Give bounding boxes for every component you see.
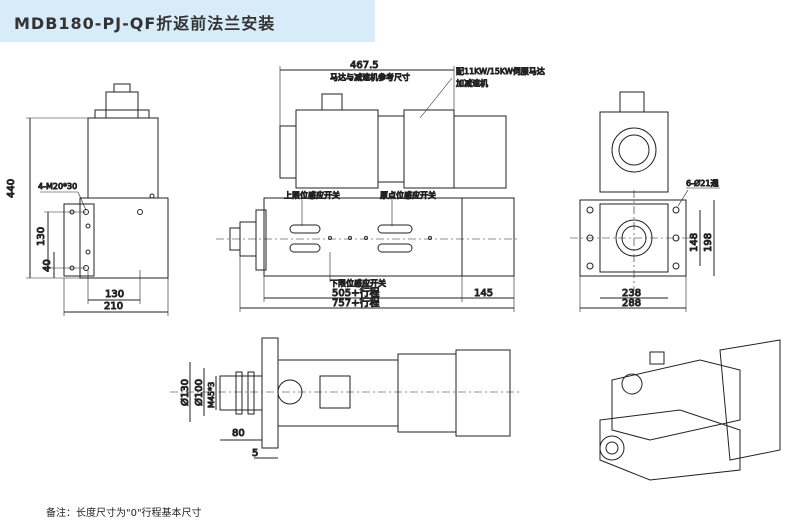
servo-motor — [295, 109, 379, 189]
cylinder-body — [79, 197, 169, 279]
dim-238: 238 — [622, 288, 641, 299]
belt-box — [461, 197, 515, 277]
motor-connector — [105, 91, 139, 119]
label-origin-switch: 原点位感应开关 — [380, 190, 436, 200]
dim-130-vertical: 130 — [36, 227, 47, 246]
dim-440: 440 — [6, 179, 17, 198]
dim-148: 148 — [689, 233, 700, 252]
label-holes-right: 6-Ø21通 — [686, 178, 718, 188]
motor-block — [87, 117, 159, 199]
dim-145: 145 — [474, 288, 493, 299]
top-flange — [261, 337, 279, 449]
footnote: 备注：长度尺寸为"0"行程基本尺寸 — [46, 508, 202, 519]
label-holes-left: 4-M20*30 — [38, 182, 77, 191]
top-view — [170, 337, 520, 459]
dim-130-horizontal: 130 — [105, 289, 124, 300]
dim-phi130: Ø130 — [179, 379, 191, 406]
dim-210: 210 — [104, 301, 123, 312]
iso-view — [599, 339, 781, 481]
label-lower-switch: 下限位感应开关 — [330, 278, 386, 288]
dim-288: 288 — [622, 298, 641, 309]
label-servo-note-2: 加减速机 — [456, 78, 488, 88]
front-view — [216, 66, 520, 312]
dim-467-5: 467.5 — [350, 60, 379, 71]
top-motor — [455, 349, 511, 437]
reducer — [403, 109, 455, 189]
page-title: MDB180-PJ-QF折返前法兰安装 — [14, 14, 276, 33]
label-upper-switch: 上限位感应开关 — [284, 190, 340, 200]
reducer-housing — [453, 115, 507, 189]
dim-80: 80 — [232, 428, 245, 439]
dim-5: 5 — [252, 448, 258, 459]
cylinder-tube — [263, 197, 463, 277]
dim-757: 757+行程 — [332, 296, 379, 309]
label-servo-note-1: 配11KW/15KW伺服马达 — [456, 66, 545, 76]
motor-encoder-connector — [321, 93, 343, 111]
label-motor-ref: 马达与减速机参考尺寸 — [330, 72, 410, 82]
title-bar — [0, 0, 375, 42]
end-motor — [599, 111, 669, 193]
dim-m45: M45*3 — [207, 382, 216, 408]
dim-505: 505+行程 — [332, 286, 379, 299]
flange-plate — [63, 203, 95, 277]
dim-198: 198 — [703, 233, 714, 252]
dim-40: 40 — [42, 259, 53, 272]
left-view — [26, 83, 169, 316]
end-view — [570, 91, 720, 312]
top-tube — [277, 359, 399, 427]
dim-phi100: Ø100 — [193, 379, 205, 406]
